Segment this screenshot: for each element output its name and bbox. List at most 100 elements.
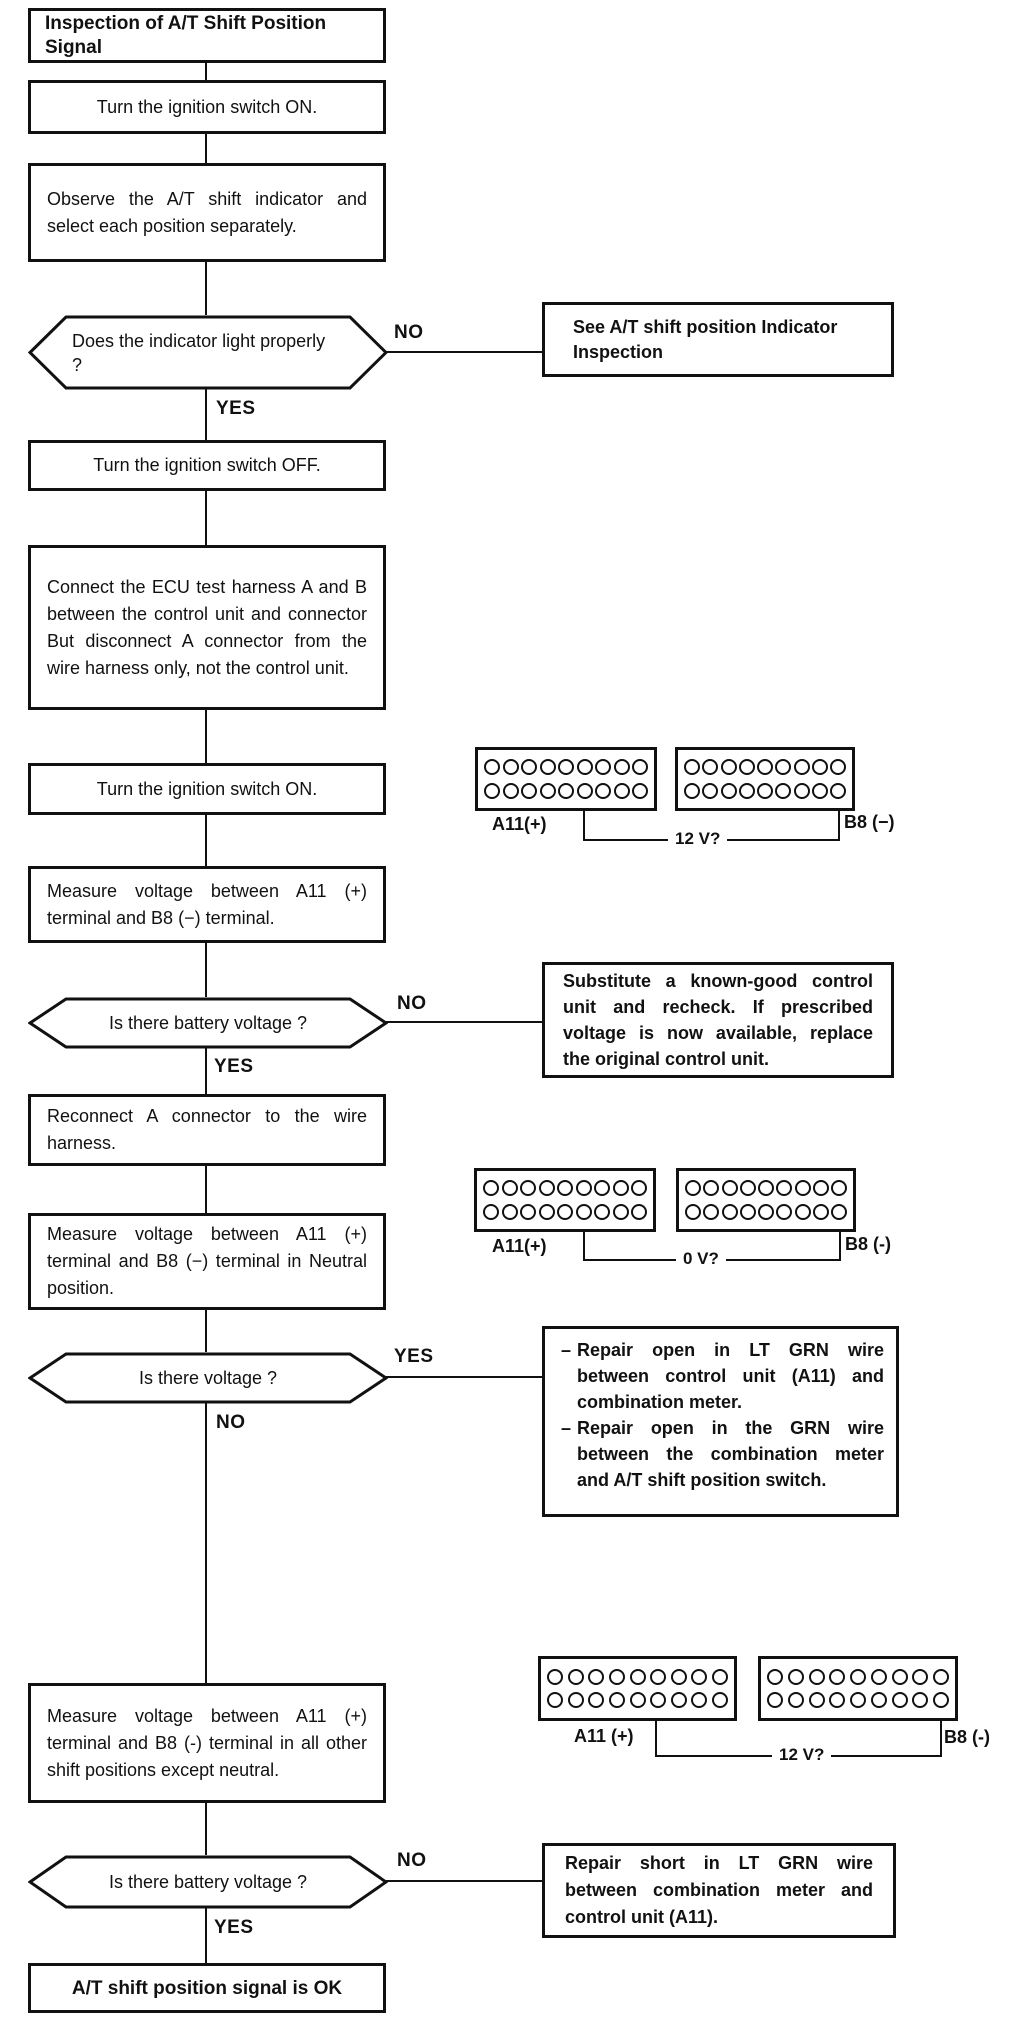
pin-circle bbox=[557, 1203, 573, 1220]
flow-line bbox=[205, 942, 207, 997]
pin-circle bbox=[758, 1180, 774, 1197]
pin-circle bbox=[830, 782, 846, 799]
pin-circle bbox=[831, 1180, 847, 1197]
pin-row bbox=[684, 759, 846, 776]
pin-circle bbox=[758, 1203, 774, 1220]
node-measure-voltage-3: Measure voltage between A11 (+) terminal… bbox=[28, 1683, 386, 1803]
pin-circle bbox=[721, 1203, 738, 1220]
node-text: Connect the ECU test harness A and B bet… bbox=[47, 576, 367, 678]
node-measure-voltage-2: Measure voltage between A11 (+) terminal… bbox=[28, 1213, 386, 1310]
pin-circle bbox=[831, 1203, 847, 1220]
pin-circle bbox=[691, 1668, 708, 1685]
node-repair-short-wire: Repair short in LT GRN wire between comb… bbox=[542, 1843, 896, 1938]
decision-text: Does the indicator light properly ? bbox=[72, 330, 326, 375]
pin-circle bbox=[850, 1692, 866, 1709]
node-title-text: Inspection of A/T Shift Position Signal bbox=[45, 12, 327, 58]
probe-wire bbox=[655, 1720, 657, 1757]
node-repair-open-wires: – Repair open in LT GRN wire between con… bbox=[542, 1326, 899, 1517]
pin-circle bbox=[547, 1668, 563, 1685]
decision-indicator-lights: Does the indicator light properly ? bbox=[28, 315, 388, 390]
pin-circle bbox=[793, 782, 810, 799]
hexagon-shape bbox=[28, 997, 388, 1049]
node-measure-voltage-1: Measure voltage between A11 (+) terminal… bbox=[28, 866, 386, 943]
pin-circle bbox=[757, 759, 773, 776]
pin-circle bbox=[575, 1180, 592, 1197]
pin-row bbox=[685, 1180, 847, 1197]
branch-line-no-1 bbox=[386, 351, 544, 353]
pin-circle bbox=[684, 759, 700, 776]
pin-circle bbox=[691, 1692, 708, 1709]
pin-circle bbox=[793, 759, 810, 776]
pin-circle bbox=[787, 1668, 804, 1685]
branch-line-yes-3 bbox=[386, 1376, 544, 1378]
pin-circle bbox=[670, 1668, 687, 1685]
pin-row bbox=[685, 1203, 847, 1220]
terminal-label-b8: B8 (−) bbox=[844, 812, 895, 832]
flow-line bbox=[205, 490, 207, 545]
repair-open-item: – Repair open in LT GRN wire between con… bbox=[561, 1337, 884, 1415]
pin-circle bbox=[484, 759, 500, 776]
pin-circle bbox=[557, 1180, 573, 1197]
pin-circle bbox=[521, 759, 537, 776]
pin-circle bbox=[812, 1180, 829, 1197]
pin-circle bbox=[588, 1668, 605, 1685]
branch-line-no-2 bbox=[386, 1021, 544, 1023]
pin-circle bbox=[483, 1180, 499, 1197]
node-substitute-control-unit: Substitute a known-good control unit and… bbox=[542, 962, 894, 1078]
repair-open-text: Repair open in the GRN wire between the … bbox=[577, 1418, 884, 1490]
pin-circle bbox=[685, 1203, 701, 1220]
pin-circle bbox=[891, 1692, 908, 1709]
pin-circle bbox=[870, 1692, 887, 1709]
flow-line bbox=[205, 389, 207, 440]
node-see-indicator-inspection: See A/T shift position Indicator Inspect… bbox=[542, 302, 894, 377]
node-text: A/T shift position signal is OK bbox=[71, 1977, 343, 1999]
pin-circle bbox=[811, 782, 828, 799]
pin-circle bbox=[776, 1180, 793, 1197]
pin-circle bbox=[912, 1668, 929, 1685]
pin-row bbox=[684, 782, 846, 799]
pin-circle bbox=[520, 1180, 536, 1197]
pin-circle bbox=[811, 759, 828, 776]
pin-circle bbox=[629, 1692, 646, 1709]
pin-circle bbox=[670, 1692, 687, 1709]
pin-circle bbox=[520, 1203, 536, 1220]
pin-row bbox=[547, 1668, 728, 1685]
decision-battery-voltage-1: Is there battery voltage ? bbox=[28, 997, 388, 1049]
node-text: See A/T shift position Indicator Inspect… bbox=[573, 316, 838, 362]
pin-circle bbox=[808, 1668, 825, 1685]
node-text: Substitute a known-good control unit and… bbox=[563, 971, 873, 1069]
pin-circle bbox=[650, 1692, 667, 1709]
node-text: Reconnect A connector to the wire harnes… bbox=[47, 1106, 367, 1153]
voltage-label: 12 V? bbox=[772, 1745, 832, 1765]
flow-line bbox=[205, 1166, 207, 1213]
connector-a bbox=[474, 1168, 656, 1232]
pin-circle bbox=[720, 782, 737, 799]
connector-a bbox=[538, 1656, 737, 1721]
pin-row bbox=[484, 782, 648, 799]
pin-circle bbox=[632, 782, 648, 799]
pin-circle bbox=[794, 1203, 811, 1220]
pin-circle bbox=[757, 782, 773, 799]
pin-circle bbox=[767, 1692, 783, 1709]
flow-line bbox=[205, 1403, 207, 1683]
pin-circle bbox=[613, 759, 630, 776]
pin-circle bbox=[702, 782, 719, 799]
decision-text: Is there voltage ? bbox=[138, 1368, 278, 1388]
pin-circle bbox=[829, 1692, 846, 1709]
pin-circle bbox=[588, 1692, 605, 1709]
node-text: Measure voltage between A11 (+) terminal… bbox=[47, 1705, 367, 1780]
probe-wire bbox=[583, 810, 585, 841]
pin-circle bbox=[891, 1668, 908, 1685]
pin-circle bbox=[933, 1692, 949, 1709]
hexagon-shape bbox=[28, 315, 388, 390]
flow-line bbox=[205, 1048, 207, 1094]
pin-circle bbox=[567, 1692, 584, 1709]
pin-circle bbox=[594, 1180, 610, 1197]
pin-circle bbox=[539, 759, 556, 776]
pin-circle bbox=[767, 1668, 783, 1685]
probe-wire bbox=[583, 1231, 585, 1261]
pin-circle bbox=[502, 759, 519, 776]
pin-circle bbox=[501, 1180, 518, 1197]
node-ignition-on-1: Turn the ignition switch ON. bbox=[28, 80, 386, 134]
